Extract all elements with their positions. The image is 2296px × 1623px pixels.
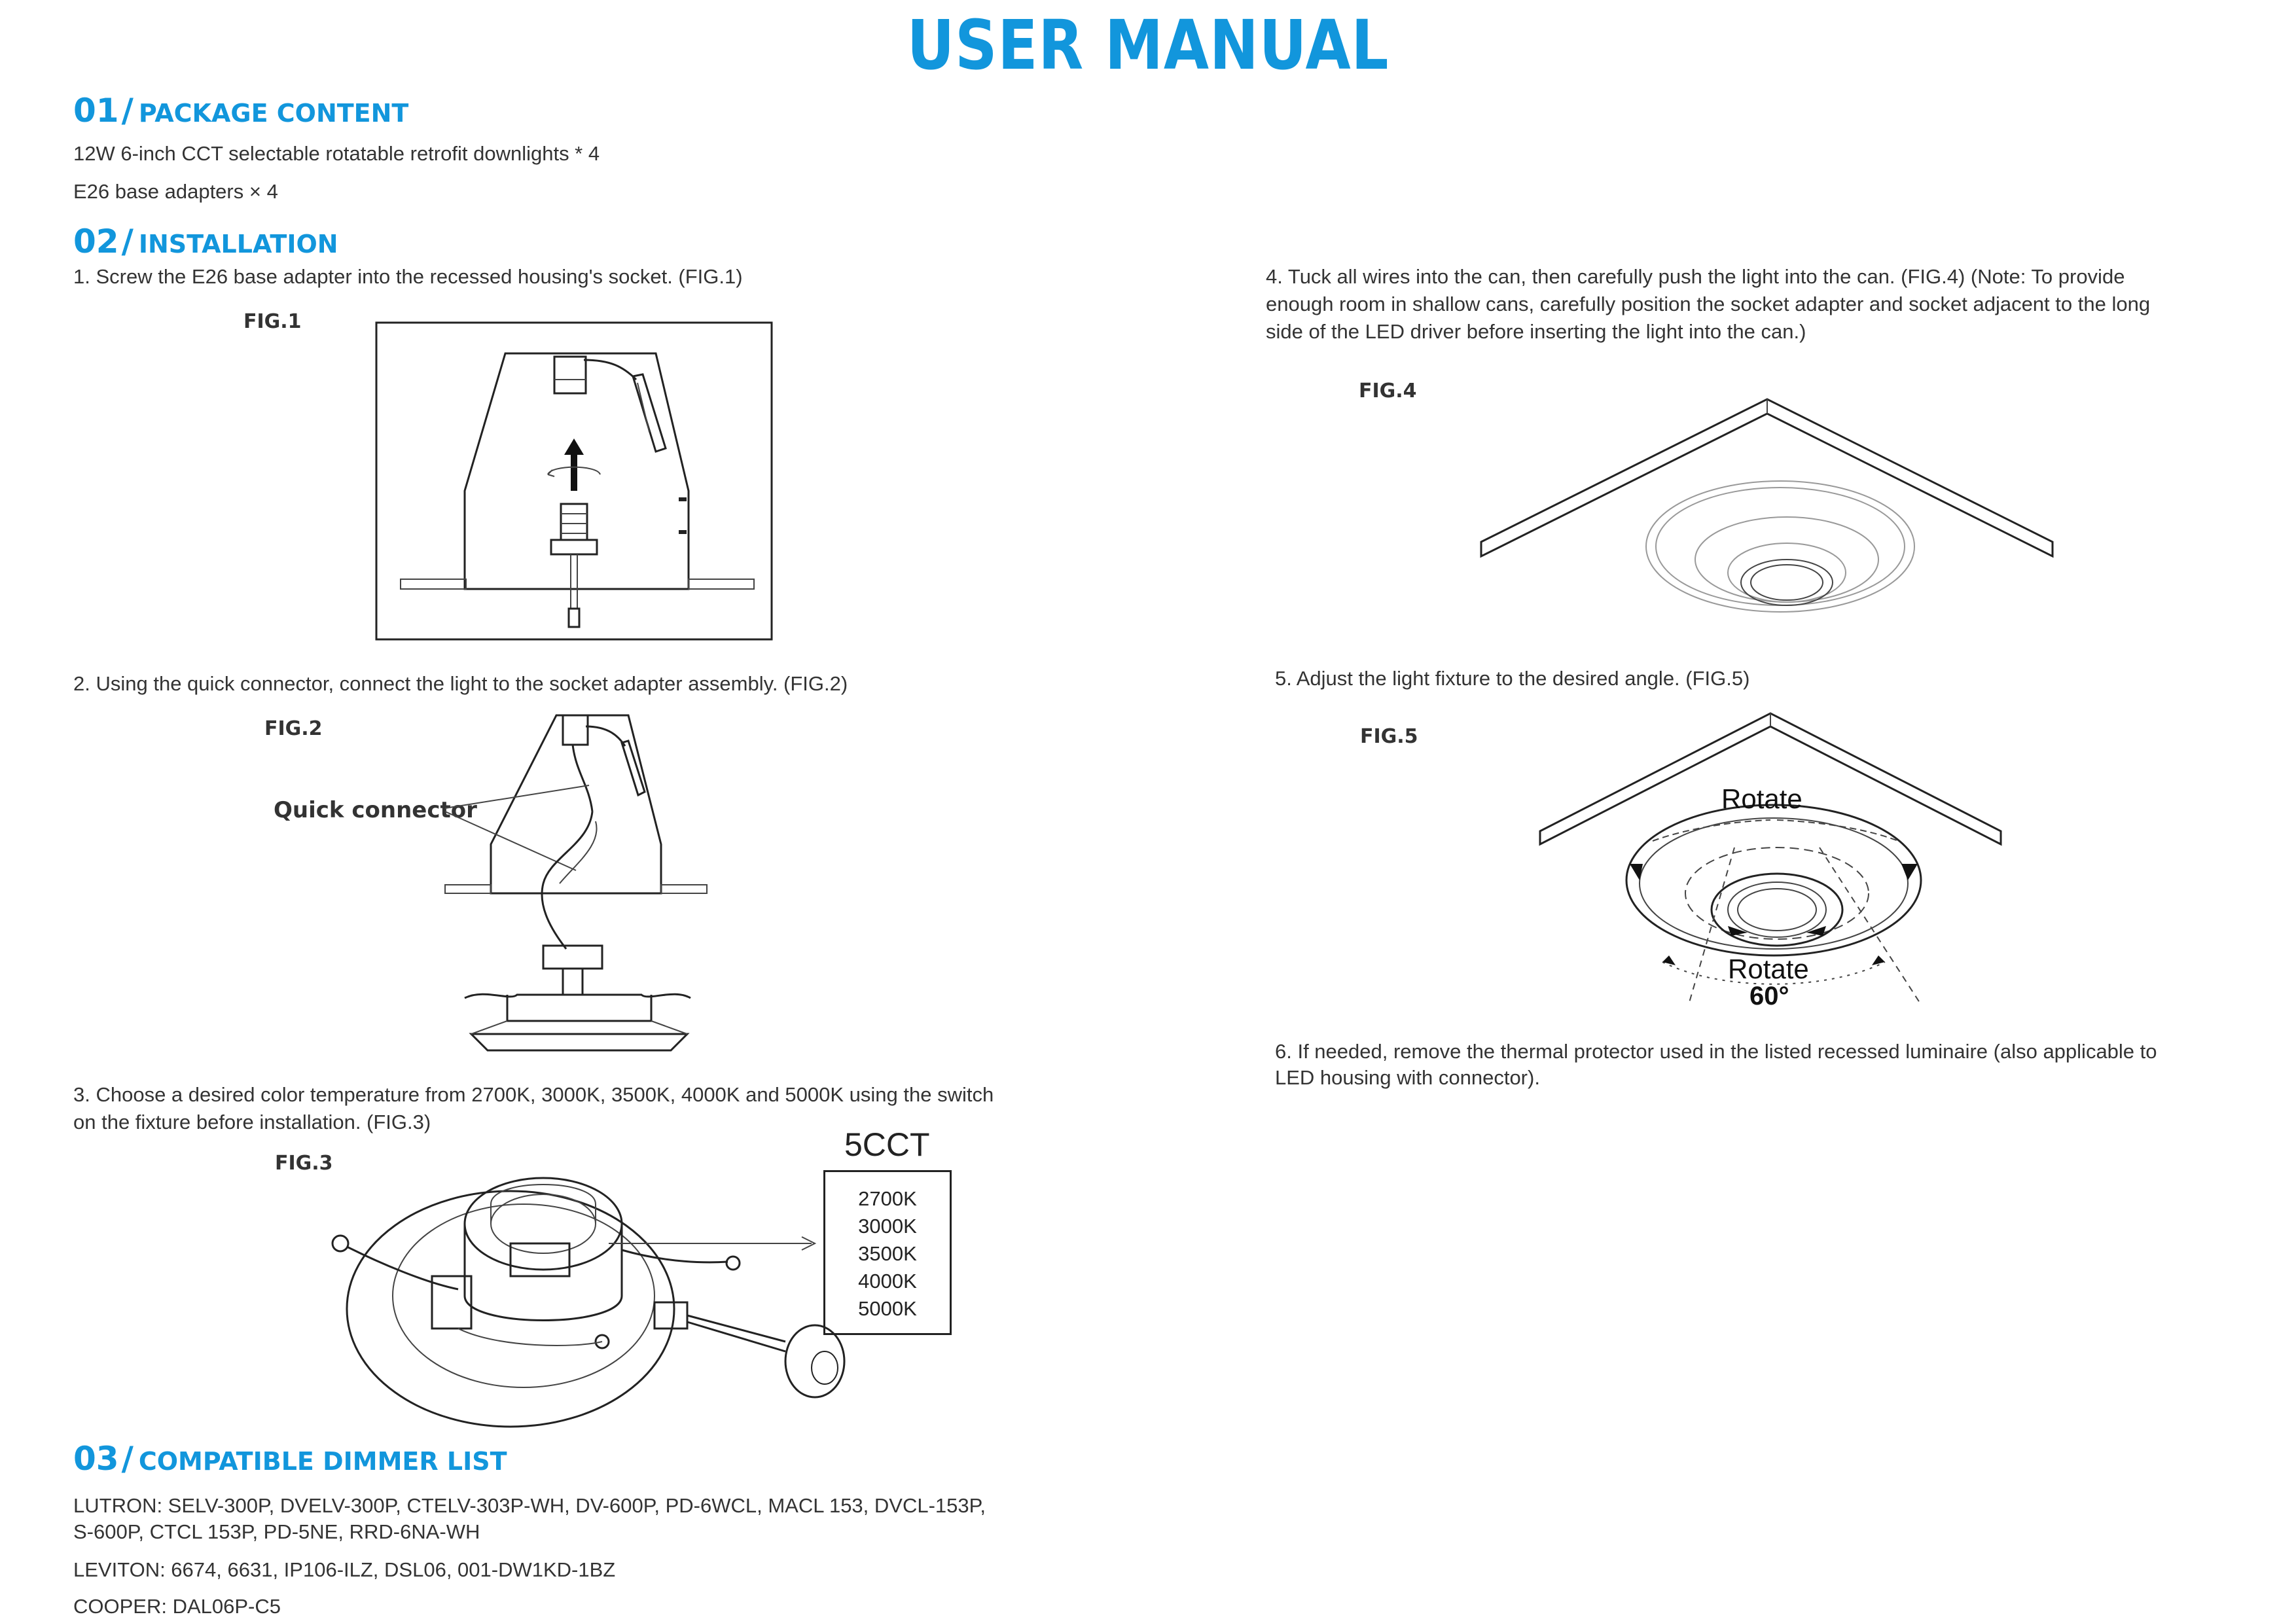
section-number: 03 [73,1440,119,1478]
dimmer-cooper: COOPER: DAL06P-C5 [73,1595,281,1618]
fig1-label: FIG.1 [243,310,302,333]
step-5-text: 5. Adjust the light fixture to the desir… [1275,667,1750,690]
section-slash: / [121,1440,134,1478]
step-3-text-line1: 3. Choose a desired color temperature fr… [73,1083,994,1106]
cct-option: 3500K [858,1242,917,1265]
package-item-downlights: 12W 6-inch CCT selectable rotatable retr… [73,142,600,165]
cct-option: 4000K [858,1270,917,1293]
fig4-illustration [1480,398,2054,613]
step-1-text: 1. Screw the E26 base adapter into the r… [73,265,743,288]
package-item-adapters: E26 base adapters × 4 [73,180,278,203]
dimmer-lutron-line2: S-600P, CTCL 153P, PD-5NE, RRD-6NA-WH [73,1520,480,1543]
cct-title: 5CCT [844,1126,930,1163]
fig3-illustration [331,1177,846,1428]
cct-options-box: 2700K 3000K 3500K 4000K 5000K [823,1170,952,1335]
section-slash: / [121,92,134,130]
step-6-text-line1: 6. If needed, remove the thermal protect… [1275,1040,2157,1063]
step-6-text-line2: LED housing with connector). [1275,1066,1540,1089]
section-label: COMPATIBLE DIMMER LIST [138,1447,507,1476]
fig2-label: FIG.2 [264,717,323,740]
quick-connector-callout: Quick connector [274,797,477,823]
angle-label: 60° [1749,982,1789,1010]
section-label: INSTALLATION [138,230,338,259]
section-heading-dimmers: 03/COMPATIBLE DIMMER LIST [73,1440,507,1478]
rotate-label-bottom: Rotate [1728,954,1809,984]
step-4-text-line3: side of the LED driver before inserting … [1266,320,1806,343]
step-4-text-line1: 4. Tuck all wires into the can, then car… [1266,265,2125,288]
fig5-illustration: Rotate Rotate 60° [1539,712,2002,1010]
cct-option: 3000K [858,1215,917,1238]
fig1-illustration [375,321,773,641]
fig5-label: FIG.5 [1360,725,1418,748]
cct-option: 2700K [858,1187,917,1210]
rotate-label-top: Rotate [1721,783,1803,814]
fig3-label: FIG.3 [275,1152,333,1175]
step-3-text-line2: on the fixture before installation. (FIG… [73,1111,431,1133]
fig2-illustration [444,714,708,1052]
step-4-text-line2: enough room in shallow cans, carefully p… [1266,293,2151,315]
section-number: 02 [73,223,119,260]
section-slash: / [121,223,134,260]
section-heading-package: 01/PACKAGE CONTENT [73,92,408,130]
step-2-text: 2. Using the quick connector, connect th… [73,672,848,695]
section-number: 01 [73,92,119,130]
cct-option: 5000K [858,1297,917,1320]
page-title: USER MANUAL [906,5,1390,85]
dimmer-lutron-line1: LUTRON: SELV-300P, DVELV-300P, CTELV-303… [73,1494,986,1517]
fig4-label: FIG.4 [1359,380,1417,402]
section-heading-installation: 02/INSTALLATION [73,223,338,260]
dimmer-leviton: LEVITON: 6674, 6631, IP106-ILZ, DSL06, 0… [73,1558,616,1581]
section-label: PACKAGE CONTENT [138,99,409,128]
